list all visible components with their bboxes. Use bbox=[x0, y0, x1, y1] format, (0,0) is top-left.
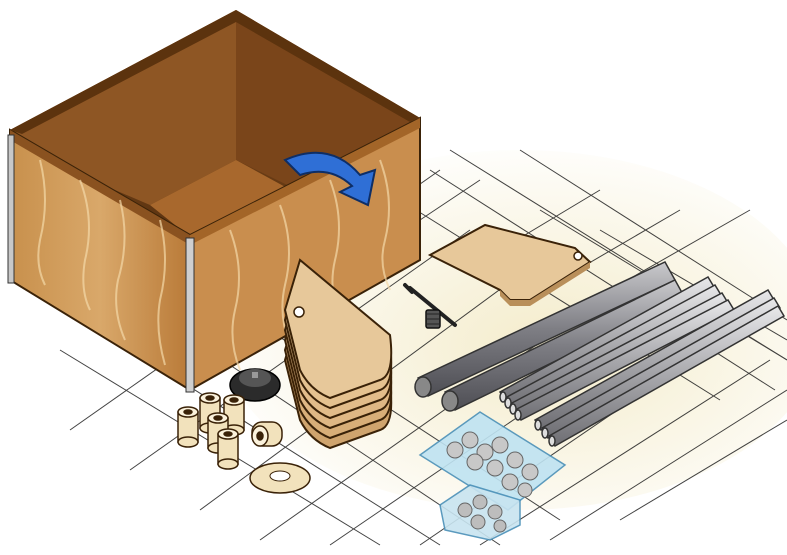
set-screw-icon bbox=[426, 310, 440, 328]
washer-icon bbox=[250, 463, 310, 493]
